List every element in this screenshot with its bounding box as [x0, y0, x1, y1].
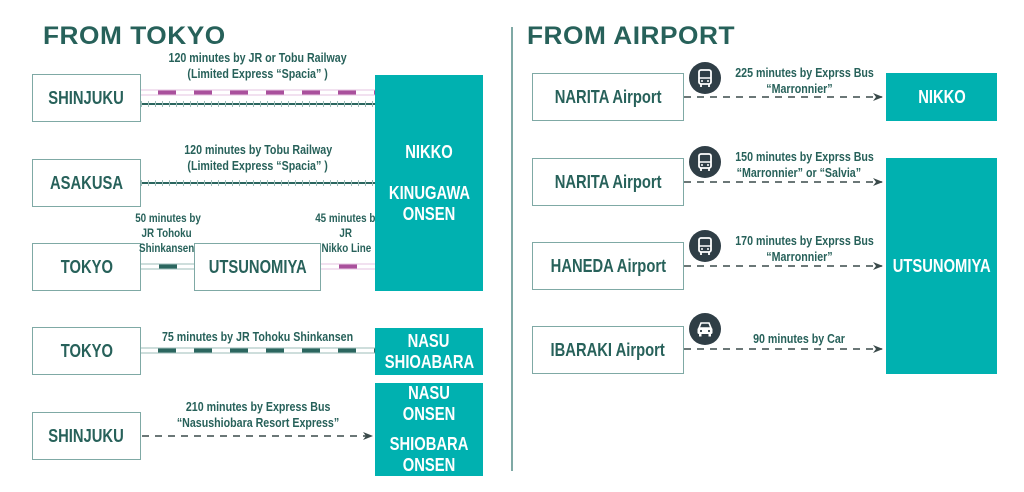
origin-label: TOKYO [60, 340, 113, 361]
route-label-shinjuku-bus: 210 minutes by Express Bus“Nasushiobara … [176, 399, 340, 430]
nikko-line-utsunomiya-nikko [321, 263, 375, 270]
origin-tokyo-box: TOKYO [32, 243, 141, 291]
shinkansen-line-tokyo-nasu [141, 347, 375, 354]
bus-icon [689, 230, 721, 262]
shinkansen-line-tokyo-utsunomiya [141, 263, 194, 270]
destination-nikko-kinugawa: NIKKO KINUGAWA ONSEN [375, 75, 483, 291]
origin-shinjuku-box-2: SHINJUKU [32, 412, 141, 460]
route-label-asakusa: 120 minutes by Tobu Railway(Limited Expr… [184, 142, 332, 173]
origin-label: ASAKUSA [49, 172, 123, 193]
route-label-shinjuku: 120 minutes by JR or Tobu Railway(Limite… [168, 50, 348, 81]
destination-utsunomiya: UTSUNOMIYA [886, 158, 997, 374]
via-label: UTSUNOMIYA [208, 256, 307, 277]
section-divider [511, 27, 513, 471]
via-utsunomiya-box: UTSUNOMIYA [194, 243, 321, 291]
origin-tokyo-box-2: TOKYO [32, 327, 141, 375]
origin-label: HANEDA Airport [550, 255, 666, 276]
destination-nasu-shiobara-onsen: NASU ONSEN SHIOBARA ONSEN [375, 383, 483, 476]
car-icon [689, 313, 721, 345]
route-label-narita-nikko: 225 minutes by Exprss Bus“Marronnier” [735, 65, 874, 96]
from-airport-heading: FROM AIRPORT [527, 22, 736, 50]
origin-label: SHINJUKU [48, 87, 125, 108]
route-label-tokyo-nasu: 75 minutes by JR Tohoku Shinkansen [162, 329, 354, 344]
route-label-haneda-utsunomiya: 170 minutes by Exprss Bus“Marronnier” [735, 233, 874, 264]
destination-nasu-shiobara: NASU SHIOABARA [375, 328, 483, 375]
origin-label: NARITA Airport [554, 171, 662, 192]
bus-icon [689, 62, 721, 94]
origin-shinjuku-box: SHINJUKU [32, 74, 141, 122]
origin-label: NARITA Airport [554, 86, 662, 107]
origin-label: TOKYO [60, 256, 113, 277]
origin-label: IBARAKI Airport [550, 339, 666, 360]
from-tokyo-heading: FROM TOKYO [43, 22, 226, 50]
route-label-narita-utsunomiya: 150 minutes by Exprss Bus“Marronnier” or… [735, 149, 874, 180]
origin-asakusa-box: ASAKUSA [32, 159, 141, 207]
bus-icon [689, 146, 721, 178]
origin-haneda-box: HANEDA Airport [532, 242, 684, 290]
route-label-ibaraki-utsunomiya: 90 minutes by Car [753, 331, 845, 346]
origin-narita-box-2: NARITA Airport [532, 158, 684, 206]
origin-ibaraki-box: IBARAKI Airport [532, 326, 684, 374]
tobu-line-shinjuku [141, 89, 375, 96]
destination-nikko: NIKKO [886, 73, 997, 121]
origin-narita-box: NARITA Airport [532, 73, 684, 121]
origin-label: SHINJUKU [48, 425, 125, 446]
